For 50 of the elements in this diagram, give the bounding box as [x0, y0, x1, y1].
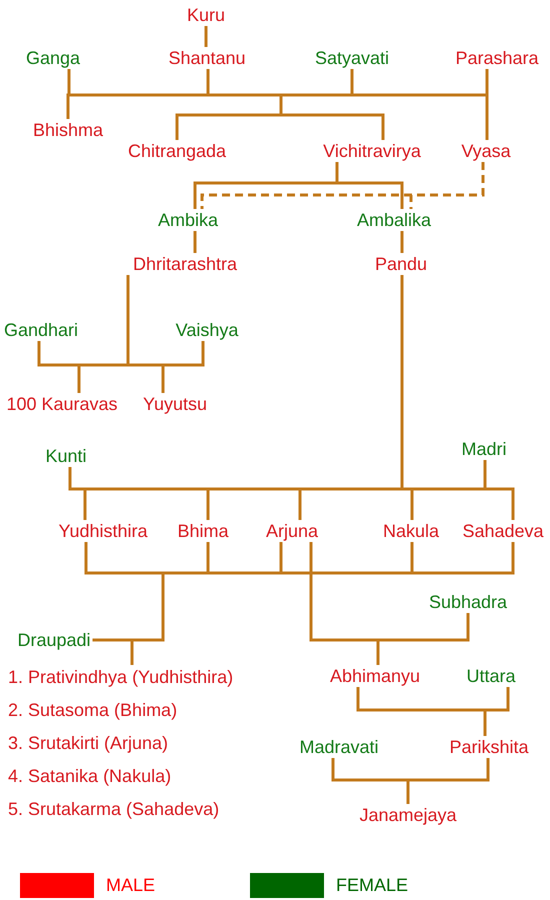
person-name: Abhimanyu	[330, 665, 420, 687]
person-name: Yudhisthira	[58, 520, 148, 542]
person-name: Bhishma	[32, 119, 104, 141]
family-line	[350, 69, 488, 140]
person-name: Nakula	[382, 520, 440, 542]
person-name: Ambika	[158, 209, 218, 231]
family-line	[194, 231, 196, 253]
person-name: Madravati	[299, 736, 379, 758]
family-line	[38, 341, 80, 393]
person-name: Yuyutsu	[142, 393, 208, 415]
family-line	[484, 687, 510, 736]
family-line	[406, 758, 490, 804]
person-name: Gandhari	[4, 319, 78, 341]
family-line	[204, 26, 208, 47]
person-name: Vaishya	[176, 319, 238, 341]
person-name: 100 Kauravas	[6, 393, 118, 415]
family-line	[376, 613, 470, 665]
child-name: 2. Sutasoma (Bhima)	[8, 699, 178, 722]
person-name: Madri	[462, 438, 506, 460]
family-line	[162, 341, 204, 393]
person-name: Parashara	[455, 47, 539, 69]
person-name: Vyasa	[461, 140, 511, 162]
person-name: Kunti	[45, 445, 87, 467]
person-name: Sahadeva	[462, 520, 544, 542]
legend-label: MALE	[106, 874, 156, 897]
person-name: Bhima	[177, 520, 229, 542]
family-line	[336, 162, 404, 209]
person-name: Janamejaya	[359, 804, 457, 826]
person-name: Draupadi	[17, 629, 91, 651]
child-name: 5. Srutakarma (Sahadeva)	[8, 798, 220, 821]
child-name: 3. Srutakirti (Arjuna)	[8, 732, 170, 755]
child-name: 4. Satanika (Nakula)	[8, 765, 172, 788]
person-name: Chitrangada	[128, 140, 226, 162]
legend-label: FEMALE	[336, 874, 408, 897]
person-name: Pandu	[374, 253, 428, 275]
person-name: Vichitravirya	[323, 140, 421, 162]
person-name: Parikshita	[449, 736, 529, 758]
person-name: Ganga	[26, 47, 80, 69]
person-name: Subhadra	[428, 591, 508, 613]
person-name: Arjuna	[266, 520, 318, 542]
person-name: Uttara	[466, 665, 516, 687]
child-name: 1. Prativindhya (Yudhisthira)	[8, 666, 234, 689]
person-name: Kuru	[186, 4, 226, 26]
person-name: Dhritarashtra	[132, 253, 238, 275]
person-name: Shantanu	[168, 47, 246, 69]
family-line	[68, 467, 302, 520]
family-line	[92, 638, 134, 665]
family-line	[400, 231, 404, 253]
person-name: Satyavati	[314, 47, 390, 69]
person-name: Ambalika	[356, 209, 432, 231]
